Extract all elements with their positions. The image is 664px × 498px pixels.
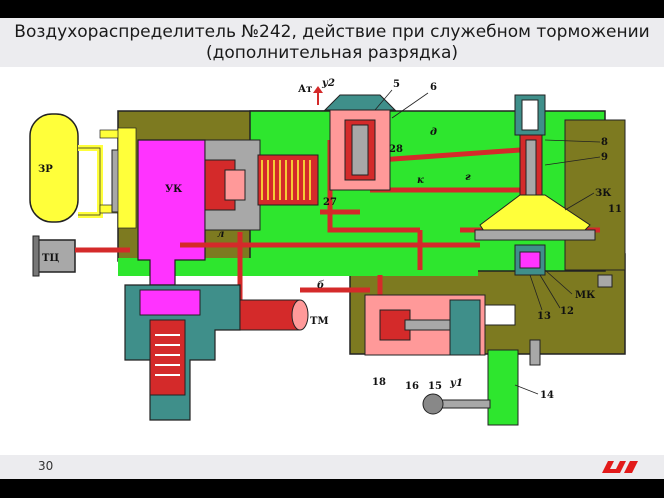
label-5: 5 xyxy=(393,79,400,90)
page-number: 30 xyxy=(38,459,54,473)
label-11: 11 xyxy=(608,204,622,215)
slide-title: Воздухораспределитель №242, действие при… xyxy=(14,22,650,63)
rzd-logo-icon xyxy=(602,461,638,473)
label-y2: у2 xyxy=(321,78,335,89)
label-y1: у1 xyxy=(449,378,463,389)
label-zr: ЗР xyxy=(38,164,53,175)
label-at: Ат xyxy=(298,84,312,95)
label-zk: ЗК xyxy=(595,188,611,199)
label-l: л xyxy=(217,229,224,240)
label-13: 13 xyxy=(537,311,551,322)
label-8: 8 xyxy=(601,137,608,148)
label-b: б xyxy=(317,280,324,291)
label-d: д xyxy=(430,127,437,138)
top-black-bar xyxy=(0,0,664,18)
label-12: 12 xyxy=(560,306,574,317)
label-tm: ТМ xyxy=(310,316,329,327)
label-18: 18 xyxy=(372,377,386,388)
title-band xyxy=(0,18,664,67)
reservoir-zr xyxy=(29,113,79,223)
label-uk: УК xyxy=(165,184,182,195)
brake-cylinder-tc xyxy=(34,239,76,273)
body-right-olive xyxy=(564,119,626,271)
label-9: 9 xyxy=(601,152,608,163)
bottom-black-bar xyxy=(0,479,664,498)
label-14: 14 xyxy=(540,390,554,401)
footer-band xyxy=(0,455,664,479)
label-tc: ТЦ xyxy=(42,253,59,264)
body-green-lower xyxy=(118,258,478,276)
label-k: к xyxy=(417,175,424,186)
label-6: 6 xyxy=(430,82,437,93)
label-28: 28 xyxy=(389,144,403,155)
label-15: 15 xyxy=(428,381,442,392)
label-mk: МК xyxy=(575,290,595,301)
air-distributor-diagram: ЗР ТЦ УК 28 xyxy=(29,78,626,426)
label-16: 16 xyxy=(405,381,419,392)
label-g: г xyxy=(465,172,471,183)
label-27: 27 xyxy=(323,197,337,208)
